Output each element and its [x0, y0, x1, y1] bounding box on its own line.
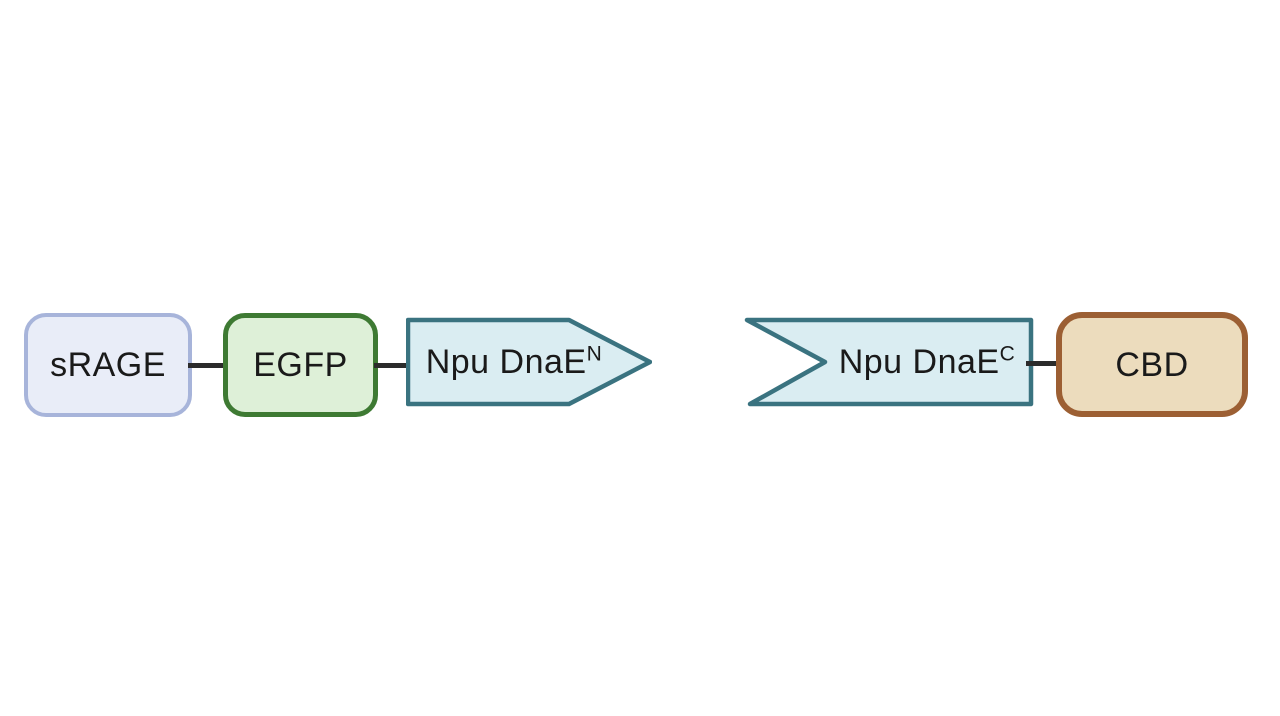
linker-line-intein-cbd: [1026, 361, 1060, 366]
npu-dnae-c-label-base: Npu DnaE: [838, 343, 1000, 381]
arrow-right-icon: [406, 317, 652, 407]
segment-srage-label: sRAGE: [50, 346, 166, 384]
linker-line-egfp-intein: [374, 363, 412, 368]
segment-cbd-label: CBD: [1115, 345, 1189, 384]
npu-dnae-n-label-superscript: N: [586, 342, 603, 366]
segment-npu-dnae-n-label: Npu DnaEN: [414, 317, 614, 407]
segment-srage-box: sRAGE: [24, 313, 192, 417]
npu-dnae-c-tail-shape: [744, 317, 1034, 407]
arrow-tail-icon: [744, 317, 1034, 407]
segment-npu-dnae-c-label: Npu DnaEC: [822, 317, 1032, 407]
segment-egfp-box: EGFP: [223, 313, 378, 417]
linker-line-srage-egfp: [188, 363, 226, 368]
npu-dnae-n-label-base: Npu DnaE: [425, 343, 587, 381]
npu-dnae-n-arrow-shape: [406, 317, 652, 407]
npu-dnae-c-label-superscript: C: [999, 342, 1016, 366]
segment-cbd-box: CBD: [1056, 312, 1248, 417]
segment-egfp-label: EGFP: [253, 346, 348, 384]
